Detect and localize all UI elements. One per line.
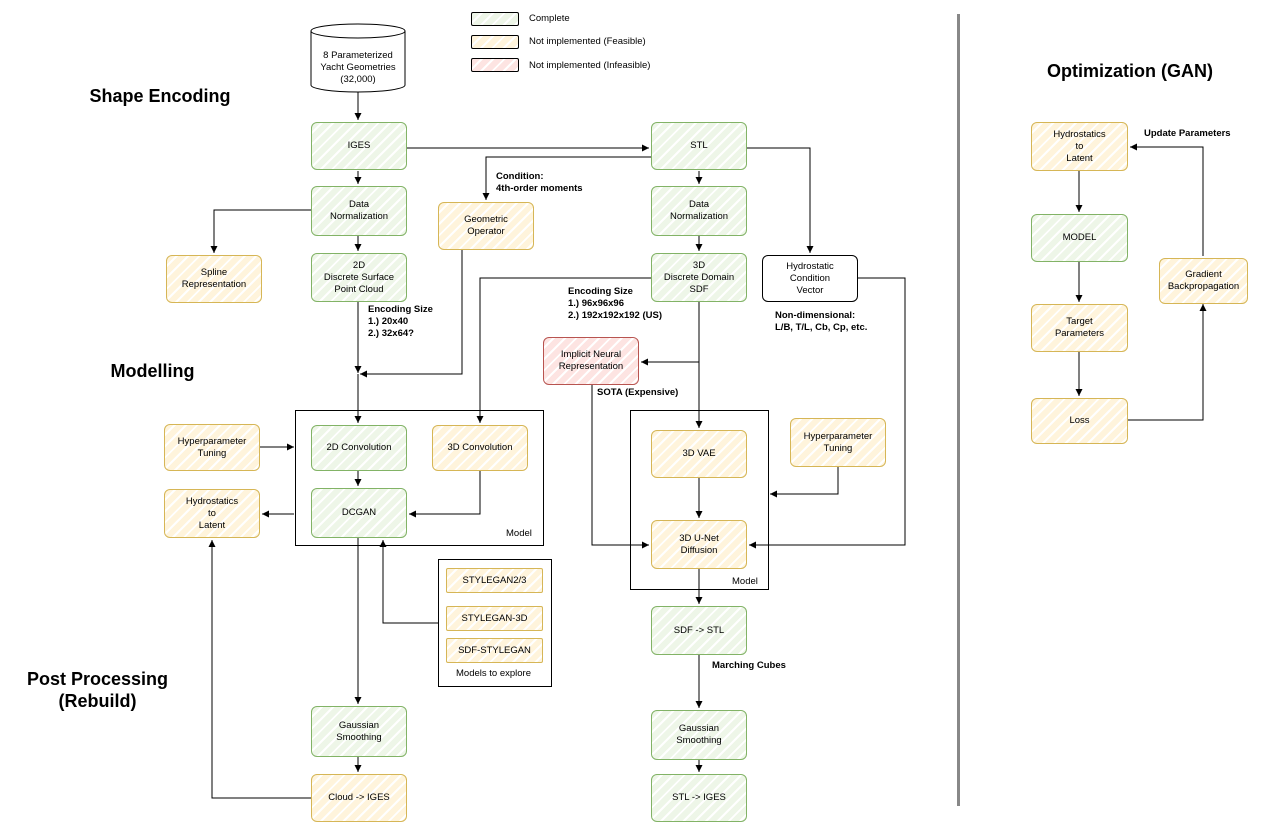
heading-optimization: Optimization (GAN) [1047,61,1213,81]
arrow-geometric-to-merge [360,250,463,378]
node-3d-vae[interactable]: 3D VAE [651,430,747,478]
node-stl[interactable]: STL [651,122,747,170]
heading-shape-encoding: Shape Encoding [89,86,231,106]
node-iges[interactable]: IGES [311,122,407,170]
models-to-explore-container [438,559,552,687]
marching-cubes-label: Marching Cubes [712,660,786,671]
arrow-conv3d-to-dcgan [409,471,481,518]
heading-modelling: Modelling [110,361,195,381]
node-opt-loss[interactable]: Loss [1031,398,1128,444]
node-opt-model[interactable]: MODEL [1031,214,1128,262]
dataset-label: 8 Parameterized Yacht Geometries (32,000… [320,50,396,85]
node-geometric-operator[interactable]: Geometric Operator [438,202,534,250]
node-opt-target-parameters[interactable]: Target Parameters [1031,304,1128,352]
node-sdf[interactable]: 3D Discrete Domain SDF [651,253,747,302]
arrow-opt-loss-to-gradient [1128,304,1207,421]
legend-feasible-swatch [471,35,519,49]
node-hydrostatics-to-latent-left[interactable]: Hydrostatics to Latent [164,489,260,538]
legend-complete-label: Complete [529,13,570,24]
node-gaussian-smoothing-right[interactable]: Gaussian Smoothing [651,710,747,760]
model-container-left [295,410,544,546]
node-3d-convolution[interactable]: 3D Convolution [432,425,528,471]
node-stylegan23[interactable]: STYLEGAN2/3 [446,568,543,593]
node-hyperparameter-tuning-right[interactable]: Hyperparameter Tuning [790,418,886,467]
node-sdf-stylegan[interactable]: SDF-STYLEGAN [446,638,543,663]
node-stylegan-3d[interactable]: STYLEGAN-3D [446,606,543,631]
arrow-opt-gradient-to-latent [1130,143,1204,256]
arrow-cloudiges-to-hydrolatent [208,540,311,799]
database-icon [310,23,406,93]
sota-label: SOTA (Expensive) [597,387,679,398]
encoding-size-left: Encoding Size 1.) 20x40 2.) 32x64? [368,304,433,339]
node-sdf-to-stl[interactable]: SDF -> STL [651,606,747,655]
node-3d-unet-diffusion[interactable]: 3D U-Net Diffusion [651,520,747,569]
node-hyperparameter-tuning-left[interactable]: Hyperparameter Tuning [164,424,260,471]
node-dcgan[interactable]: DCGAN [311,488,407,538]
node-cloud-to-iges[interactable]: Cloud -> IGES [311,774,407,822]
node-data-normalization-left[interactable]: Data Normalization [311,186,407,236]
node-data-normalization-right[interactable]: Data Normalization [651,186,747,236]
arrow-stl-to-geometric [482,156,651,200]
model-label-right: Model [732,576,758,587]
arrow-hyper-to-unet [770,467,839,498]
node-hydrostatic-condition-vector[interactable]: Hydrostatic Condition Vector [762,255,858,302]
section-divider [957,14,960,806]
heading-post-processing: Post Processing (Rebuild) [26,669,169,711]
arrow-stl-to-hydro [747,147,814,253]
node-stl-to-iges[interactable]: STL -> IGES [651,774,747,822]
arrow-norm-to-spline [210,209,311,253]
update-parameters-label: Update Parameters [1144,128,1231,139]
legend-feasible-label: Not implemented (Feasible) [529,36,646,47]
model-label-left: Model [506,528,532,539]
nondimensional-label: Non-dimensional: L/B, T/L, Cb, Cp, etc. [775,310,868,333]
node-2d-convolution[interactable]: 2D Convolution [311,425,407,471]
node-point-cloud[interactable]: 2D Discrete Surface Point Cloud [311,253,407,302]
legend-infeasible-swatch [471,58,519,72]
node-spline-representation[interactable]: Spline Representation [166,255,262,303]
model-container-right [630,410,769,590]
arrow-explore-to-dcgan [379,540,438,624]
condition-label: Condition: 4th-order moments [496,171,583,194]
legend-infeasible-label: Not implemented (Infeasible) [529,60,651,71]
node-opt-gradient-backpropagation[interactable]: Gradient Backpropagation [1159,258,1248,304]
legend-complete-swatch [471,12,519,26]
encoding-size-right: Encoding Size 1.) 96x96x96 2.) 192x192x1… [568,286,663,321]
models-to-explore-label: Models to explore [456,668,531,679]
node-implicit-neural-representation[interactable]: Implicit Neural Representation [543,337,639,385]
node-opt-hydrostatics-to-latent[interactable]: Hydrostatics to Latent [1031,122,1128,171]
arrow-hydro-to-unet [749,277,906,549]
node-gaussian-smoothing-left[interactable]: Gaussian Smoothing [311,706,407,757]
arrow-sdf-to-conv3d [476,277,651,423]
